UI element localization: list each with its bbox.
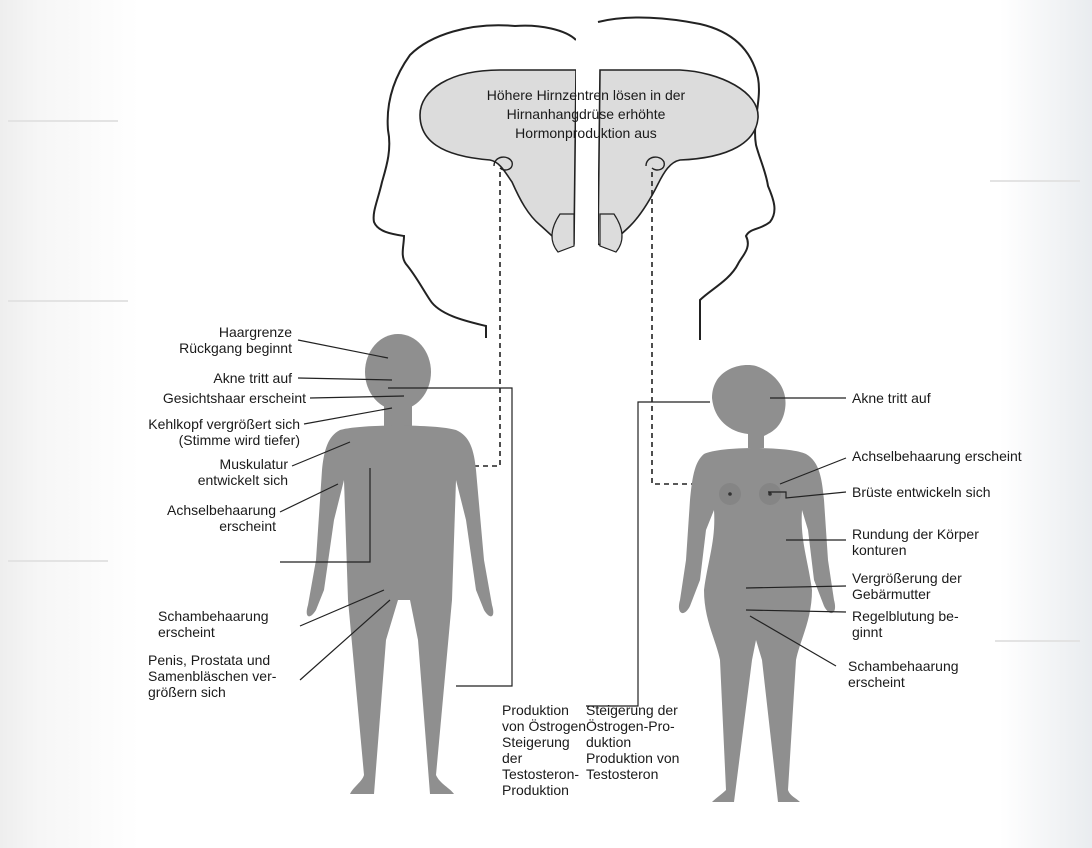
female-nipple-right: [768, 492, 772, 496]
female-label-pubic-hair: Schambehaarung erscheint: [848, 658, 959, 690]
female-signal-dashed-line: [652, 172, 740, 484]
female-nipple-left: [728, 492, 732, 496]
male-label-acne: Akne tritt auf: [100, 370, 292, 386]
label-line: Östrogen-Pro-: [586, 718, 679, 734]
label-line: erscheint: [120, 518, 276, 534]
label-line: Gebärmutter: [852, 586, 962, 602]
male-label-muscles: Muskulatur entwickelt sich: [140, 456, 288, 488]
label-line: Steigerung: [502, 734, 586, 750]
male-label-facial-hair: Gesichtshaar erscheint: [100, 390, 306, 406]
female-label-armpit-hair: Achselbehaarung erscheint: [852, 448, 1022, 464]
label-line: Testosteron: [586, 766, 679, 782]
label-line: duktion: [586, 734, 679, 750]
label-line: Testosteron-: [502, 766, 586, 782]
female-label-menstruation: Regelblutung be- ginnt: [852, 608, 959, 640]
male-figure: [307, 334, 494, 794]
label-line: Achselbehaarung: [120, 502, 276, 518]
label-line: Schambehaarung: [848, 658, 959, 674]
label-line: Produktion von: [586, 750, 679, 766]
label-line: Muskulatur: [140, 456, 288, 472]
label-line: Kehlkopf vergrößert sich: [90, 416, 300, 432]
female-label-breasts: Brüste entwickeln sich: [852, 484, 991, 500]
label-line: konturen: [852, 542, 979, 558]
brain-caption-line: Hirnanhangdrüse erhöhte: [430, 105, 742, 124]
brain-caption-line: Hormonproduktion aus: [430, 124, 742, 143]
label-line: Penis, Prostata und: [148, 652, 276, 668]
female-figure: [679, 365, 835, 802]
male-label-hairline: Haargrenze Rückgang beginnt: [100, 324, 292, 356]
label-line: größern sich: [148, 684, 276, 700]
label-line: Haargrenze: [100, 324, 292, 340]
label-line: erscheint: [848, 674, 959, 690]
label-line: entwickelt sich: [140, 472, 288, 488]
label-line: der: [502, 750, 586, 766]
female-label-body-contours: Rundung der Körper konturen: [852, 526, 979, 558]
male-label-pubic-hair: Schambehaarung erscheint: [158, 608, 269, 640]
label-line: (Stimme wird tiefer): [90, 432, 300, 448]
label-line: Rückgang beginnt: [100, 340, 292, 356]
label-line: Schambehaarung: [158, 608, 269, 624]
label-line: Steigerung der: [586, 702, 679, 718]
label-line: Regelblutung be-: [852, 608, 959, 624]
male-label-penis: Penis, Prostata und Samenbläschen ver- g…: [148, 652, 276, 700]
label-line: Samenbläschen ver-: [148, 668, 276, 684]
female-label-acne: Akne tritt auf: [852, 390, 931, 406]
brain-midline: [576, 30, 598, 330]
label-line: ginnt: [852, 624, 959, 640]
label-line: Produktion: [502, 702, 586, 718]
label-line: Produktion: [502, 782, 586, 798]
label-line: Rundung der Körper: [852, 526, 979, 542]
brain-caption: Höhere Hirnzentren lösen in der Hirnanha…: [430, 86, 742, 143]
label-line: von Östrogen: [502, 718, 586, 734]
male-label-larynx: Kehlkopf vergrößert sich (Stimme wird ti…: [90, 416, 300, 448]
female-label-hormones: Steigerung der Östrogen-Pro- duktion Pro…: [586, 702, 679, 782]
male-label-armpit-hair: Achselbehaarung erscheint: [120, 502, 276, 534]
male-label-hormones: Produktion von Östrogen Steigerung der T…: [502, 702, 586, 798]
brain-caption-line: Höhere Hirnzentren lösen in der: [430, 86, 742, 105]
label-line: Vergrößerung der: [852, 570, 962, 586]
label-line: erscheint: [158, 624, 269, 640]
female-label-uterus: Vergrößerung der Gebärmutter: [852, 570, 962, 602]
